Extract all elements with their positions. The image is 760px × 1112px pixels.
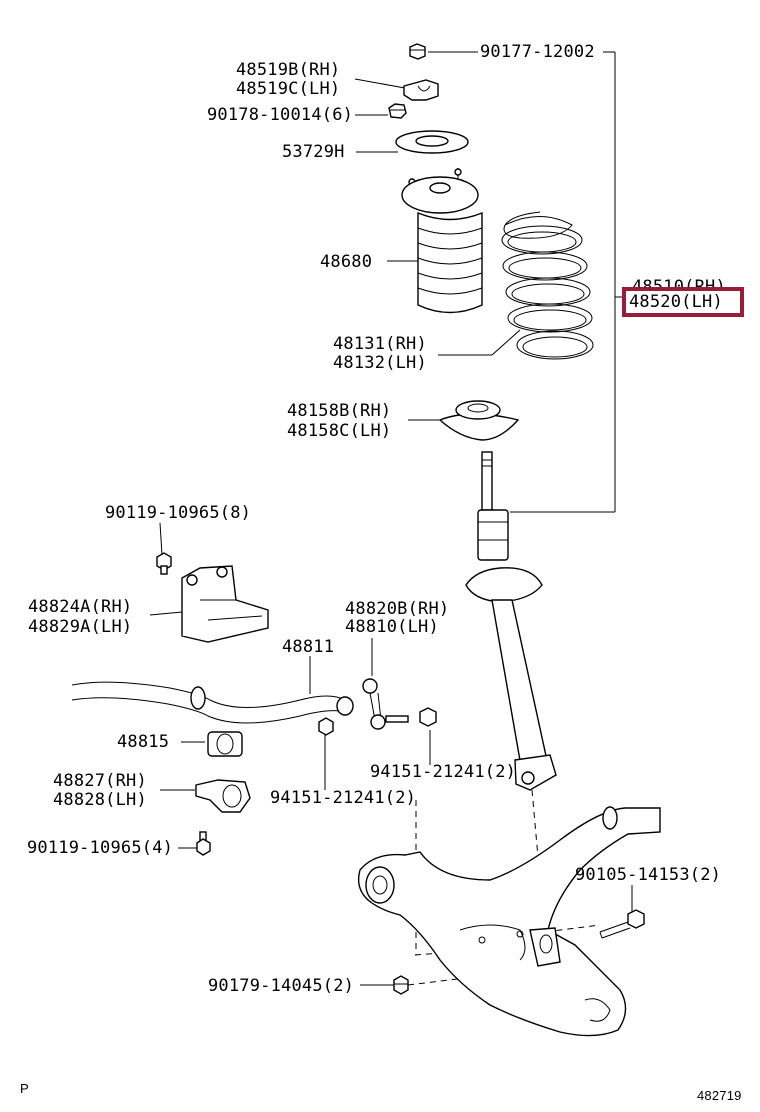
- stabilizer-bracket-48824: [181, 565, 269, 643]
- label-48131-rh: 48131(RH): [333, 334, 427, 354]
- label-48828-lh: 48828(LH): [53, 790, 147, 810]
- label-48829a-lh: 48829A(LH): [28, 617, 133, 637]
- label-90178-10014: 90178-10014(6): [207, 105, 354, 125]
- bushing-48815: [207, 731, 243, 757]
- diagram-number: 482719: [697, 1088, 742, 1103]
- label-48158c-lh: 48158C(LH): [287, 421, 392, 441]
- label-53729h: 53729H: [282, 142, 345, 162]
- label-90105-14153: 90105-14153(2): [575, 865, 722, 885]
- label-48520-lh: 48520(LH): [629, 292, 723, 312]
- lower-arm: [357, 806, 661, 1037]
- label-94151-21241-right: 94151-21241(2): [370, 762, 517, 782]
- bush-bracket-48827: [195, 779, 251, 813]
- label-48519c-lh: 48519C(LH): [236, 79, 341, 99]
- highlighted-part-box: 48520(LH): [622, 287, 744, 317]
- shock-absorber-48520: [465, 451, 557, 791]
- bolt-90119-top: [156, 552, 172, 575]
- label-94151-21241-left: 94151-21241(2): [270, 788, 417, 808]
- nut-90179: [393, 975, 409, 995]
- label-48811: 48811: [282, 637, 335, 657]
- stabilizer-bar-48811: [71, 681, 354, 724]
- label-90119-10965-4: 90119-10965(4): [27, 838, 174, 858]
- label-48820b-rh: 48820B(RH): [345, 599, 450, 619]
- bracket-48519: [403, 79, 439, 101]
- corner-letter: P: [20, 1081, 29, 1096]
- leader-lines: [149, 51, 633, 986]
- insulator-53729: [395, 130, 469, 154]
- label-48132-lh: 48132(LH): [333, 353, 427, 373]
- bumper-48680: [401, 168, 483, 314]
- bolt-90119-bottom: [196, 831, 211, 856]
- spring-seat-48158: [438, 400, 520, 441]
- label-48827-rh: 48827(RH): [53, 771, 147, 791]
- label-48824a-rh: 48824A(RH): [28, 597, 133, 617]
- nut-90178: [388, 103, 407, 119]
- coil-spring-48131: [501, 211, 594, 360]
- bolt-90105: [599, 909, 645, 939]
- label-48158b-rh: 48158B(RH): [287, 401, 392, 421]
- label-48815: 48815: [117, 732, 170, 752]
- nut-90177: [409, 43, 426, 60]
- label-90119-10965-8: 90119-10965(8): [105, 503, 252, 523]
- label-90177-12002: 90177-12002: [480, 42, 595, 62]
- label-90179-14045: 90179-14045(2): [208, 976, 355, 996]
- label-48810-lh: 48810(LH): [345, 617, 439, 637]
- stabilizer-link-48810: [318, 678, 437, 736]
- label-48680: 48680: [320, 252, 373, 272]
- label-48519b-rh: 48519B(RH): [236, 60, 341, 80]
